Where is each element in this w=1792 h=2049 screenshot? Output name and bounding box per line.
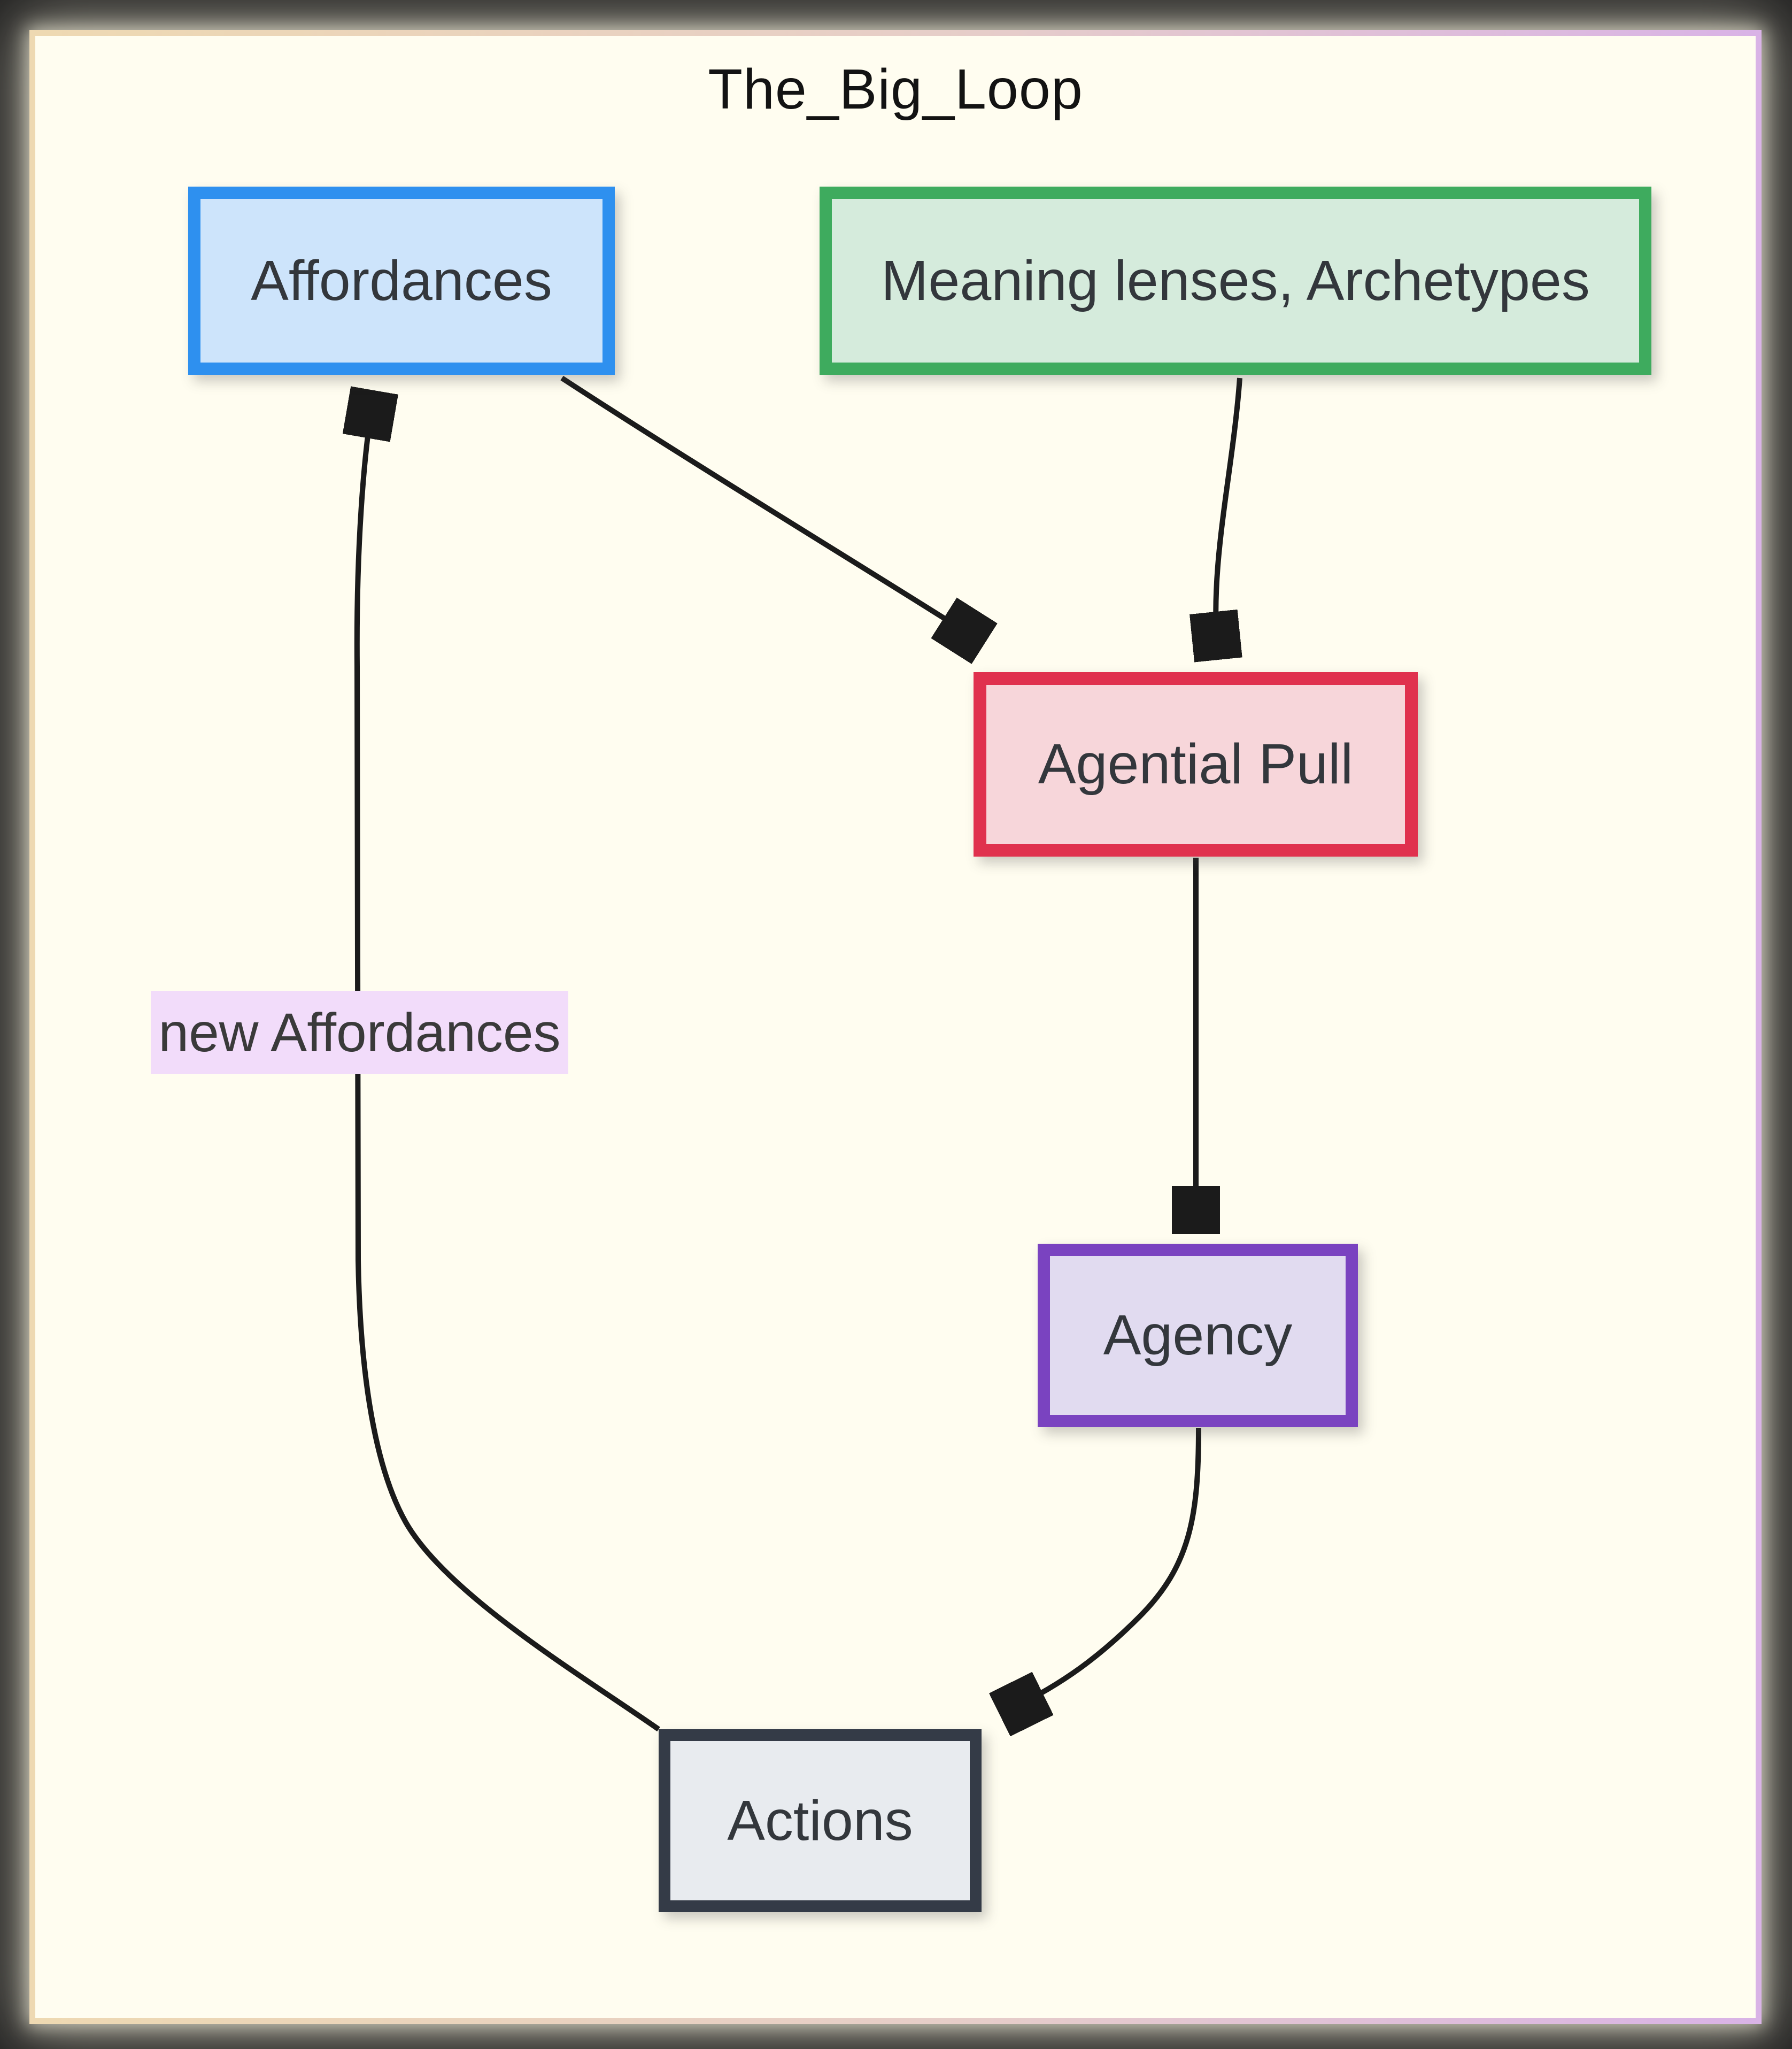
- diagram-panel: The_Big_Loop new Affordances Affordances…: [29, 30, 1762, 2024]
- node-agency: Agency: [1038, 1244, 1358, 1427]
- edge-meaning-to-agential-pull: [1216, 378, 1242, 655]
- edge-agency-to-actions: [1004, 1428, 1201, 1713]
- diagram-title: The_Big_Loop: [708, 58, 1083, 121]
- node-agency-label: Agency: [1103, 1304, 1293, 1367]
- node-actions-label: Actions: [727, 1789, 913, 1852]
- node-actions: Actions: [659, 1729, 982, 1912]
- edge-layer: [35, 375, 1242, 2030]
- node-affordances-label: Affordances: [251, 249, 552, 312]
- node-affordances: Affordances: [188, 187, 615, 375]
- node-agential-pull: Agential Pull: [974, 672, 1418, 857]
- edge-affordances-to-agential-pull: [560, 375, 980, 641]
- edge-actions-to-affordances: [357, 395, 660, 1732]
- edge-label-new-affordances: new Affordances: [151, 991, 568, 1074]
- node-agential-pull-label: Agential Pull: [1038, 733, 1354, 796]
- node-meaning-lenses-archetypes: Meaning lenses, Archetypes: [820, 187, 1651, 375]
- node-meaning-lenses-archetypes-label: Meaning lenses, Archetypes: [881, 249, 1590, 312]
